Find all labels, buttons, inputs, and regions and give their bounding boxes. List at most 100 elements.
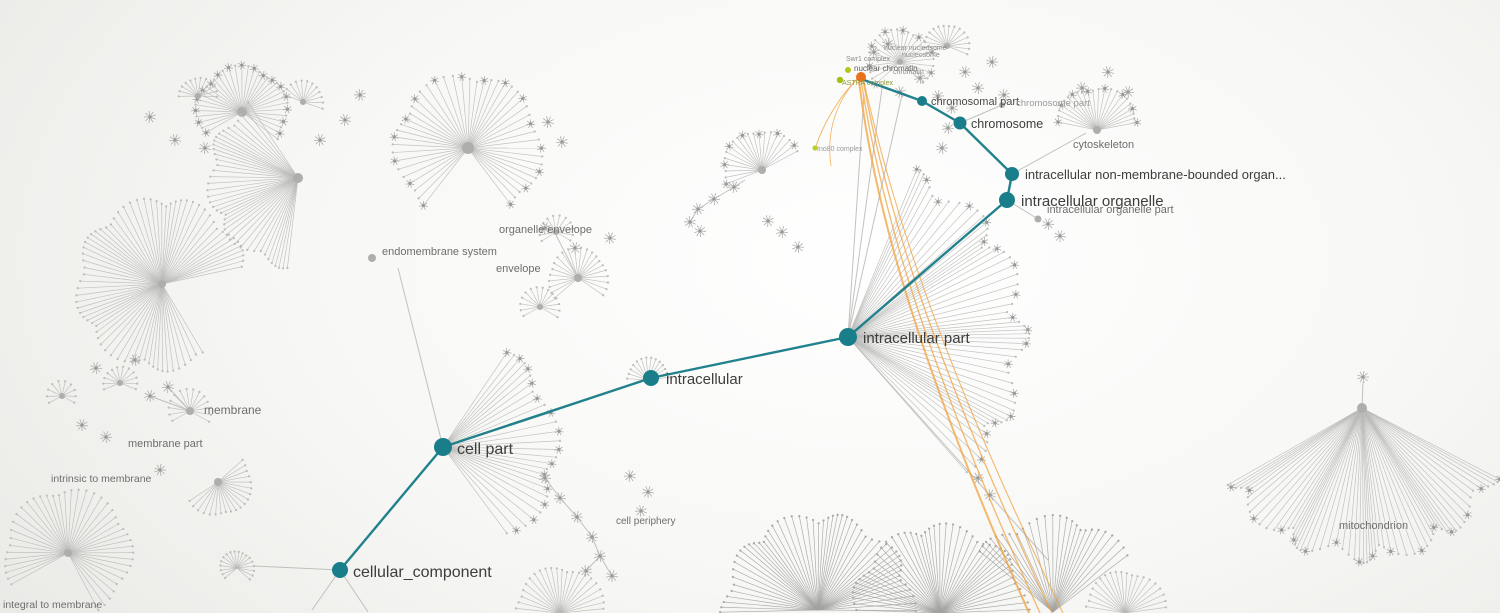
label-membrane[interactable]: membrane — [204, 403, 262, 417]
leaf-cluster-icon — [541, 116, 554, 129]
label-integral-to-membrane[interactable]: integral to membrane — [3, 599, 102, 611]
node-green-node-1[interactable] — [845, 67, 851, 73]
label-intrinsic-to-membrane[interactable]: intrinsic to membrane — [51, 473, 152, 485]
label-intracellular-organelle-part[interactable]: intracellular organelle part — [1047, 204, 1174, 216]
label-mitochondrion[interactable]: mitochondrion — [1339, 520, 1408, 532]
graph-edge — [599, 555, 613, 577]
selected-path-edge — [959, 122, 1013, 175]
leaf-cluster-icon — [1132, 117, 1142, 127]
leaf-cluster-icon — [936, 142, 948, 154]
leaf-cluster-icon — [529, 515, 539, 525]
leaf-cluster-icon — [554, 492, 566, 505]
leaf-cluster-icon — [880, 27, 890, 37]
label-intracellular-part[interactable]: intracellular part — [863, 330, 971, 347]
graph-edge — [959, 104, 1003, 124]
node-ino80-node[interactable] — [812, 145, 818, 151]
label-intracellular-organelle[interactable]: intracellular organelle — [1021, 193, 1164, 210]
node-intracellular-nmb-organelle[interactable] — [1005, 167, 1019, 181]
leaf-cluster-icon — [276, 82, 286, 91]
label-cellular-component[interactable]: cellular_component — [353, 564, 492, 581]
leaf-cluster-icon — [776, 226, 789, 239]
leaf-cluster-icon — [914, 32, 924, 42]
leaf-cluster-icon — [90, 362, 103, 375]
fan-membrane-fan — [167, 387, 213, 423]
fan-bottom3 — [514, 566, 605, 613]
leaf-cluster-icon — [737, 130, 747, 140]
leaf-cluster-icon — [76, 419, 88, 432]
label-chromosome-part[interactable]: chromosome part — [1016, 98, 1090, 109]
node-nucleosome-node[interactable] — [856, 72, 866, 82]
selected-path-edge — [650, 335, 849, 380]
selected-path-edge — [863, 78, 923, 103]
leaf-cluster-icon — [959, 66, 972, 78]
fan-envelope2 — [519, 286, 561, 319]
label-cytoskeleton[interactable]: cytoskeleton — [1073, 139, 1134, 151]
node-cellular-component[interactable] — [332, 562, 348, 578]
label-membrane-part[interactable]: membrane part — [128, 438, 203, 450]
leaf-cluster-icon — [990, 418, 1000, 428]
leaf-cluster-icon — [1022, 339, 1031, 349]
leaf-cluster-icon — [527, 378, 537, 388]
graph-edge — [847, 94, 903, 338]
fan-bottomleft — [4, 488, 135, 612]
node-intracellular-organelle[interactable] — [999, 192, 1015, 208]
leaf-cluster-icon — [569, 242, 581, 255]
label-nuclear-nucleosome: nuclear nucleosome — [884, 45, 947, 52]
selected-path-edge — [442, 376, 652, 449]
node-endomembrane-node[interactable] — [368, 254, 376, 262]
node-cell-part[interactable] — [434, 438, 452, 456]
leaf-cluster-icon — [945, 102, 958, 114]
clusters-layer — [76, 38, 1369, 583]
leaf-cluster-icon — [401, 114, 411, 124]
leaf-cluster-icon — [992, 244, 1002, 254]
label-envelope[interactable]: envelope — [496, 263, 541, 275]
node-chromosome-part-node[interactable] — [999, 102, 1005, 108]
highlight-edge-orange — [858, 80, 1030, 613]
fan-envelope — [547, 246, 610, 300]
node-intracellular[interactable] — [643, 370, 659, 386]
node-intracellular-part[interactable] — [839, 328, 857, 346]
label-chromosomal-part[interactable]: chromosomal part — [931, 96, 1019, 108]
leaf-cluster-icon — [721, 179, 731, 189]
graph-edge — [339, 569, 369, 613]
fan-left-disc — [75, 197, 245, 373]
leaf-cluster-icon — [1127, 104, 1137, 114]
highlight-edge-orange — [829, 78, 858, 167]
graph-edge — [397, 267, 444, 448]
label-intracellular[interactable]: intracellular — [666, 371, 743, 388]
leaf-cluster-icon — [539, 472, 552, 485]
fan-topleft-main — [190, 60, 292, 141]
node-chromosome[interactable] — [953, 116, 967, 130]
fan-cytoskeleton-fan — [1053, 83, 1142, 134]
leaf-cluster-icon — [279, 117, 289, 127]
leaf-cluster-icon — [538, 222, 551, 235]
leaf-cluster-icon — [213, 70, 223, 80]
leaf-cluster-icon — [1357, 371, 1369, 383]
label-cell-periphery[interactable]: cell periphery — [616, 516, 675, 527]
label-organelle-envelope[interactable]: organelle envelope — [499, 224, 592, 236]
label-cell-part[interactable]: cell part — [457, 441, 514, 458]
label-nuclear-chromatin: nuclear chromatin — [854, 64, 918, 73]
leaf-cluster-icon — [867, 41, 877, 51]
leaf-cluster-icon — [129, 354, 142, 366]
label-intracellular-nmb-organelle[interactable]: intracellular non-membrane-bounded organ… — [1025, 167, 1286, 182]
label-endomembrane-system[interactable]: endomembrane system — [382, 246, 497, 258]
fan-topleft-sub2 — [283, 79, 325, 110]
leaf-cluster-icon — [543, 484, 553, 493]
selected-path-edge — [921, 99, 961, 125]
node-green-node-2[interactable] — [836, 76, 844, 84]
leaf-cluster-icon — [942, 122, 955, 135]
label-astra-complex: ASTRA complex — [842, 80, 893, 87]
leaf-cluster-icon — [161, 381, 174, 394]
graph-edge — [697, 198, 715, 210]
selected-path-edge — [339, 446, 444, 571]
leaf-cluster-icon — [1355, 557, 1364, 567]
nodes-layer — [332, 67, 1042, 578]
leaf-cluster-icon — [1023, 325, 1033, 335]
leaf-cluster-icon — [267, 75, 277, 85]
label-chromosome[interactable]: chromosome — [971, 117, 1043, 131]
leaf-cluster-icon — [523, 364, 533, 374]
node-organelle-part-node[interactable] — [1034, 215, 1042, 223]
leaf-cluster-icon — [430, 75, 440, 85]
node-chromosomal-part[interactable] — [917, 96, 927, 106]
